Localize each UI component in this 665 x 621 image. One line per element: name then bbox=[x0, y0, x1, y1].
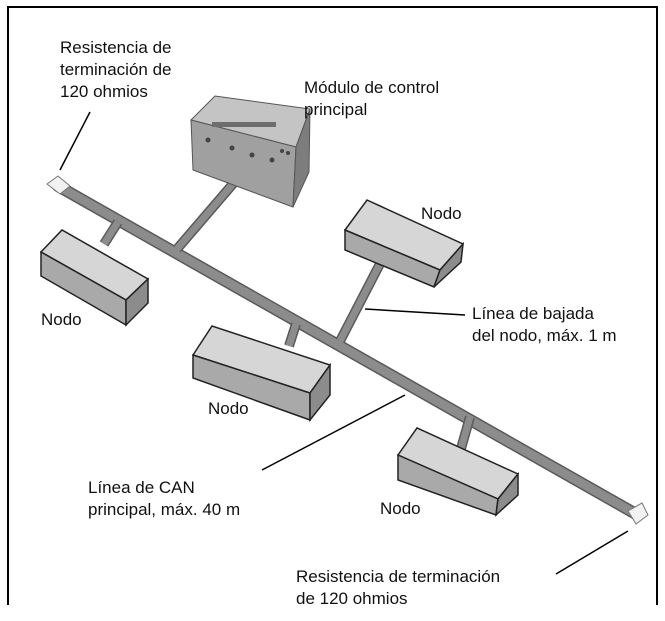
label-drop-line-line1: Línea de bajada bbox=[472, 304, 594, 323]
node-box-left bbox=[39, 229, 150, 327]
label-termination-bottom-line2: de 120 ohmios bbox=[296, 589, 408, 608]
label-termination-top-line1: Resistencia de bbox=[60, 38, 172, 57]
label-node-left: Nodo bbox=[41, 310, 82, 329]
leader-term-bottom bbox=[555, 530, 629, 575]
label-control-module-line2: principal bbox=[304, 100, 368, 119]
label-control-module: Módulo de control principal bbox=[304, 77, 439, 121]
node-box-center bbox=[191, 325, 332, 423]
termination-resistor-bottom bbox=[627, 502, 649, 525]
can-bus-line bbox=[52, 180, 642, 520]
label-termination-top-line2: terminación de bbox=[60, 60, 172, 79]
label-can-line-line2: principal, máx. 40 m bbox=[88, 500, 241, 519]
leader-term-top bbox=[59, 111, 91, 171]
node-box-bottom-right bbox=[396, 427, 520, 517]
drop-line-node-center bbox=[284, 322, 301, 348]
drop-line-node-left bbox=[99, 219, 123, 247]
termination-resistor-top bbox=[46, 175, 71, 195]
leader-drop-line bbox=[364, 308, 466, 316]
control-module bbox=[190, 95, 311, 208]
label-drop-line: Línea de bajada del nodo, máx. 1 m bbox=[472, 303, 617, 347]
label-termination-bottom-line1: Resistencia de terminación bbox=[296, 567, 501, 586]
label-drop-line-line2: del nodo, máx. 1 m bbox=[472, 326, 617, 345]
drop-line-node-bottom-right bbox=[455, 415, 475, 454]
drop-line-node-top-right bbox=[335, 255, 388, 344]
label-termination-top: Resistencia de terminación de 120 ohmios bbox=[60, 37, 172, 103]
label-termination-bottom: Resistencia de terminación de 120 ohmios bbox=[296, 566, 500, 610]
node-box-top-right bbox=[343, 199, 465, 288]
leader-can-line bbox=[261, 394, 406, 471]
label-node-bottom-right: Nodo bbox=[380, 499, 421, 518]
drop-line-control bbox=[173, 174, 242, 253]
label-control-module-line1: Módulo de control bbox=[304, 78, 440, 97]
label-can-line-line1: Línea de CAN bbox=[88, 478, 195, 497]
label-can-line: Línea de CAN principal, máx. 40 m bbox=[88, 477, 240, 521]
label-node-top-right: Nodo bbox=[421, 204, 462, 223]
frame-border bbox=[7, 6, 658, 605]
label-termination-top-line3: 120 ohmios bbox=[60, 82, 148, 101]
label-node-center: Nodo bbox=[208, 399, 249, 418]
